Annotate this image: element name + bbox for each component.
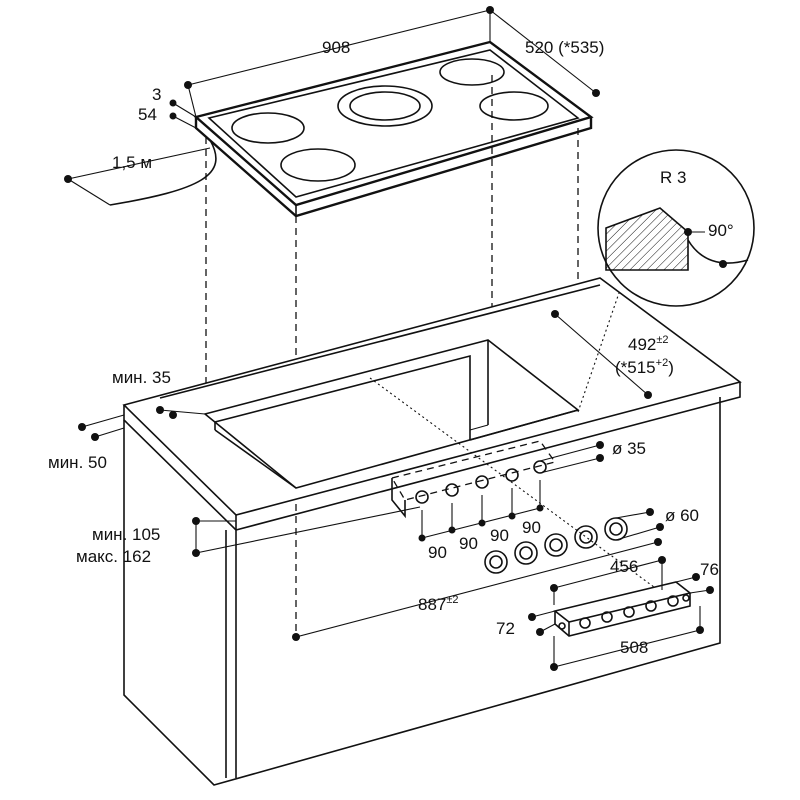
bar-offset-label: 76 <box>700 560 719 579</box>
edge-detail <box>597 149 755 307</box>
bar-span-label: 456 <box>610 557 638 576</box>
cutout-depth-alt-label: (*515+2) <box>615 357 674 377</box>
labels: 908 520 (*535) 3 54 1,5 м R 3 90° 492±2 … <box>48 38 734 657</box>
panel-max-label: макс. 162 <box>76 547 151 566</box>
hob-dimensions <box>64 6 600 206</box>
bar-length-label: 508 <box>620 638 648 657</box>
spacing-label: 90 <box>428 543 447 562</box>
min-offset-label: мин. 35 <box>112 368 171 387</box>
hob-thickness-label: 3 <box>152 85 161 104</box>
burner-icon <box>280 148 356 182</box>
spacing-label: 90 <box>490 526 509 545</box>
cable-length-label: 1,5 м <box>112 153 152 172</box>
cutout-depth-label: 492±2 <box>628 334 669 354</box>
spacing-label: 90 <box>522 518 541 537</box>
cabinet-dimensions <box>78 289 662 641</box>
min-side-offset-label: мин. 50 <box>48 453 107 472</box>
cooktop <box>193 40 594 218</box>
knob-cutout-panel <box>390 440 604 542</box>
knob-icon <box>514 541 538 565</box>
cabinet <box>122 277 742 786</box>
knobs <box>369 377 664 591</box>
panel-min-label: мин. 105 <box>92 525 160 544</box>
knob-hole-icon <box>415 490 429 504</box>
cutout-width-label: 887±2 <box>418 594 459 614</box>
knob-hole-icon <box>475 475 489 489</box>
hob-depth-label: 520 (*535) <box>525 38 604 57</box>
knob-bar <box>528 556 714 671</box>
knob-icon <box>574 525 598 549</box>
knob-hole-icon <box>505 468 519 482</box>
knob-icon <box>484 550 508 574</box>
edge-angle-label: 90° <box>708 221 734 240</box>
edge-radius-label: R 3 <box>660 168 686 187</box>
burner-icon <box>439 58 505 86</box>
knob-icon <box>604 517 628 541</box>
burner-icon <box>231 112 305 144</box>
hob-height-label: 54 <box>138 105 157 124</box>
knob-hole-icon <box>445 483 459 497</box>
burner-icon <box>479 91 549 121</box>
hob-width-label: 908 <box>322 38 350 57</box>
burner-icon <box>337 85 433 127</box>
bar-height-label: 72 <box>496 619 515 638</box>
knob-diameter-label: ø 60 <box>665 506 699 525</box>
knob-icon <box>544 533 568 557</box>
hole-diameter-label: ø 35 <box>612 439 646 458</box>
spacing-label: 90 <box>459 534 478 553</box>
